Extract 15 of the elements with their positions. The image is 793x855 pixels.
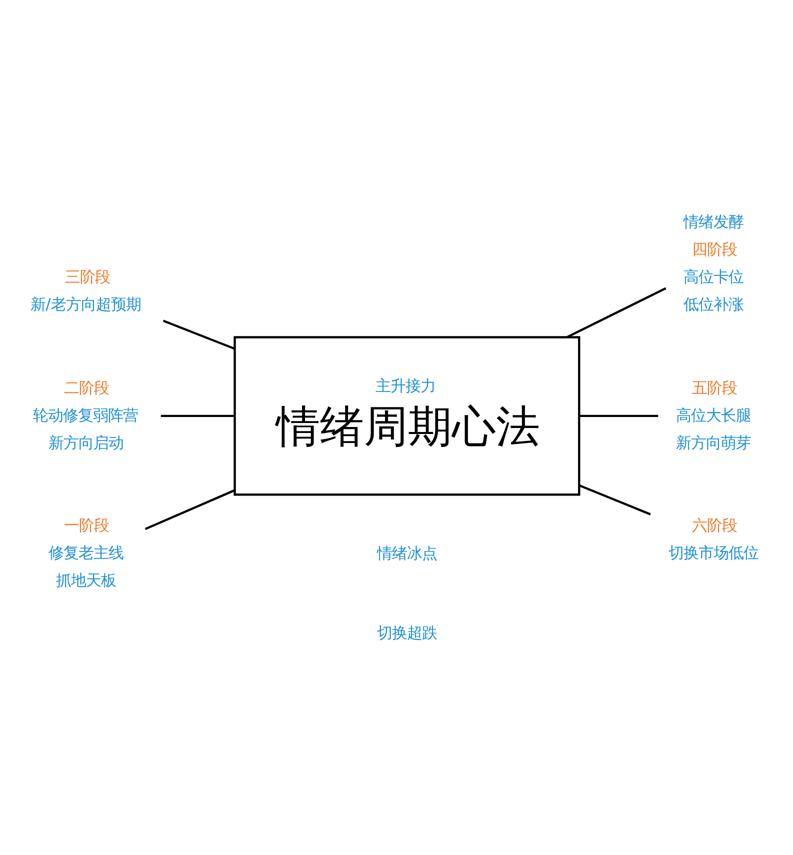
node-text: 五阶段 高位大长腿 新方向萌芽 [676,379,751,452]
label: 情绪冰点 [376,544,437,563]
node-text: 三阶段 新/老方向超预期 [30,268,141,314]
connector [579,414,658,418]
node-box: 主升接力 情绪周期心法 [234,336,580,496]
node-text: 情绪发酵 四阶段 高位卡位 低位补涨 [684,212,744,314]
connector [578,484,651,516]
connector [144,489,235,530]
label: 切换超跌 [376,624,437,642]
connector [162,320,236,350]
node-text: 一阶段 修复老主线 抓地天板 [48,516,124,590]
connector [566,287,666,338]
connector [160,414,235,418]
node-text: 二阶段 轮动修复弱阵营 新方向启动 [32,379,138,452]
node-text: 六阶段 切换市场低位 [668,516,758,562]
